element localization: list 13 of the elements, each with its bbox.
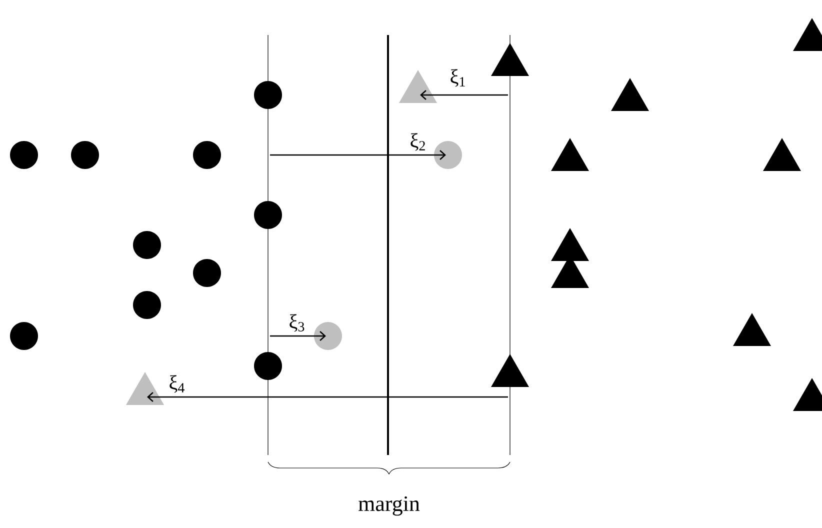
triangle-point: [398, 70, 438, 103]
circle-point: [314, 322, 342, 350]
edge-label: ξ$_{3}$: [290, 314, 304, 332]
margin-label: margin: [358, 496, 420, 516]
arrow: [420, 90, 508, 100]
edge-label: ξ$_{2}$: [410, 133, 425, 151]
arrow: [147, 392, 508, 402]
edge-label: ξ$_{4}$: [170, 375, 184, 393]
circle-point: [434, 141, 462, 169]
arrow: [270, 150, 446, 160]
triangle-point: [126, 372, 164, 405]
edge-label: ξ$_{1}$: [450, 69, 465, 87]
arrow: [270, 331, 326, 341]
